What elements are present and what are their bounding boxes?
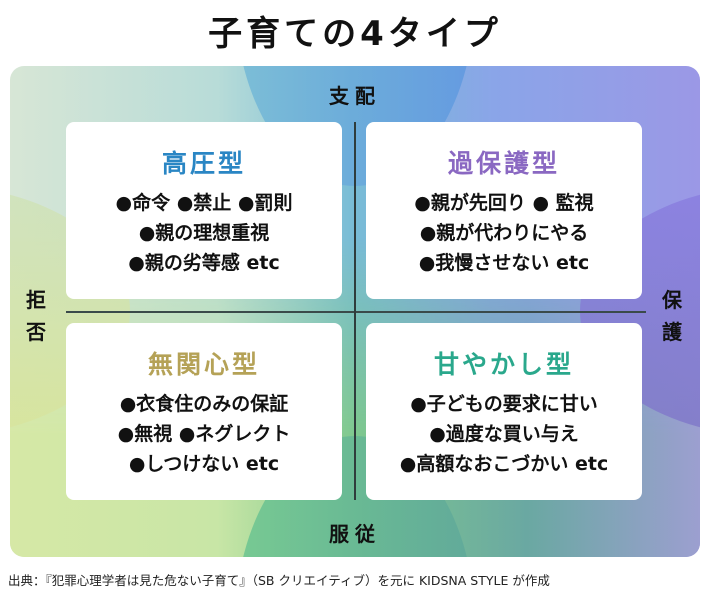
list-item: ●衣食住のみの保証 — [119, 393, 289, 415]
source-citation: 出典：『犯罪心理学者は見た危ない子育て』（SB クリエイティブ）を元に KIDS… — [8, 573, 550, 588]
page-title: 子育ての4タイプ — [208, 14, 502, 54]
axis-label-submission: 服従 — [329, 522, 381, 546]
list-item: ●親の劣等感 etc — [128, 252, 280, 274]
quadrant-card-authoritarian: 高圧型 ●命令 ●禁止 ●罰則 ●親の理想重視 ●親の劣等感 etc — [66, 122, 342, 299]
axis-label-protection: 保 護 — [660, 284, 684, 348]
quadrant-card-indulgent: 甘やかし型 ●子どもの要求に甘い ●過度な買い与え ●高額なおこづかい etc — [366, 323, 642, 500]
quadrant-card-indifferent: 無関心型 ●衣食住のみの保証 ●無視 ●ネグレクト ●しつけない etc — [66, 323, 342, 500]
list-item: ●命令 ●禁止 ●罰則 — [115, 192, 293, 214]
quadrant-card-overprotective: 過保護型 ●親が先回り ● 監視 ●親が代わりにやる ●我慢させない etc — [366, 122, 642, 299]
list-item: ●無視 ●ネグレクト — [117, 423, 291, 445]
quadrant-title: 高圧型 — [161, 149, 246, 178]
quadrant-title: 甘やかし型 — [433, 350, 574, 379]
quadrant-diagram: 支配 服従 拒 否 保 護 高圧型 ●命令 ●禁止 ●罰則 ●親の理想重視 ●親… — [10, 66, 700, 557]
axis-char: 否 — [26, 320, 46, 344]
list-item: ●親が先回り ● 監視 — [414, 192, 594, 214]
list-item: ●親の理想重視 — [138, 222, 270, 244]
quadrant-title: 無関心型 — [147, 350, 260, 379]
list-item: ●子どもの要求に甘い — [410, 393, 598, 415]
horizontal-axis-line — [66, 311, 646, 313]
quadrant-title: 過保護型 — [447, 149, 560, 178]
list-item: ●我慢させない etc — [418, 252, 590, 274]
axis-char: 保 — [662, 288, 682, 312]
quadrant-items: ●親が先回り ● 監視 ●親が代わりにやる ●我慢させない etc — [366, 188, 642, 278]
axis-char: 拒 — [26, 288, 46, 312]
list-item: ●しつけない etc — [128, 453, 280, 475]
axis-label-dominance: 支配 — [329, 84, 381, 108]
list-item: ●高額なおこづかい etc — [399, 453, 609, 475]
axis-label-rejection: 拒 否 — [24, 284, 48, 348]
vertical-axis-line — [354, 122, 356, 500]
axis-char: 護 — [662, 320, 682, 344]
quadrant-items: ●子どもの要求に甘い ●過度な買い与え ●高額なおこづかい etc — [366, 389, 642, 479]
quadrant-items: ●衣食住のみの保証 ●無視 ●ネグレクト ●しつけない etc — [66, 389, 342, 479]
quadrant-items: ●命令 ●禁止 ●罰則 ●親の理想重視 ●親の劣等感 etc — [66, 188, 342, 278]
list-item: ●親が代わりにやる — [419, 222, 589, 244]
list-item: ●過度な買い与え — [429, 423, 579, 445]
